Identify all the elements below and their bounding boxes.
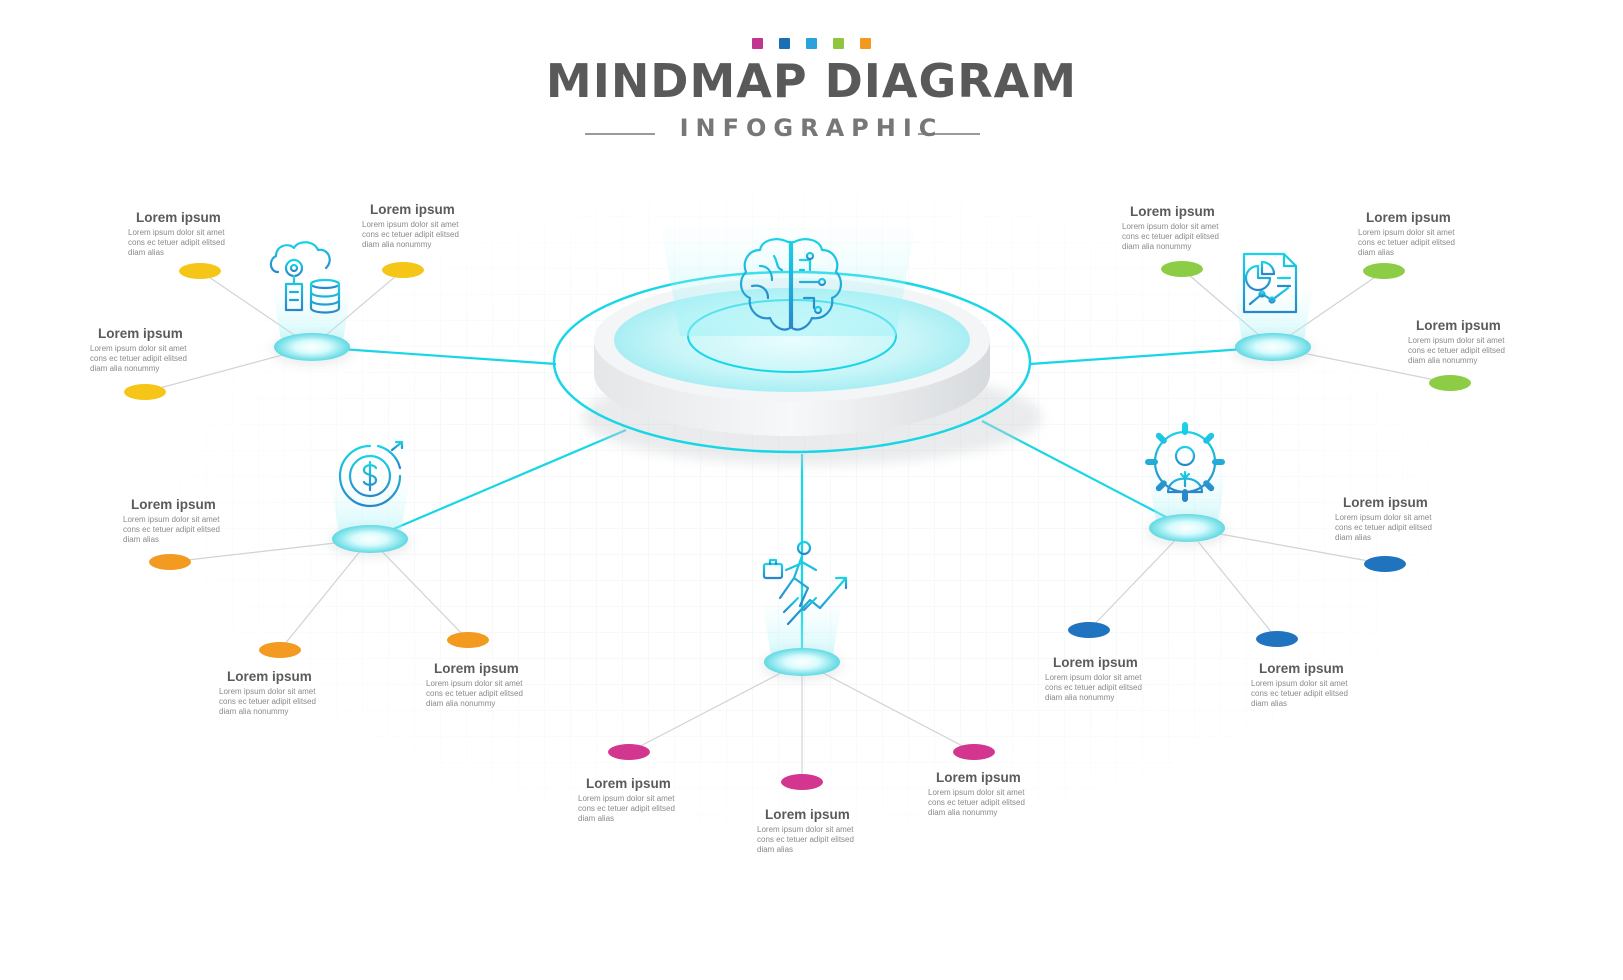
arrow-head — [392, 442, 402, 450]
leaf-label: Lorem ipsumLorem ipsum dolor sit amet co… — [219, 669, 369, 717]
leaf-dot — [259, 642, 301, 658]
leaf-body: Lorem ipsum dolor sit amet cons ec tetue… — [757, 825, 867, 855]
leaf-dot — [149, 554, 191, 570]
leaf-title: Lorem ipsum — [1053, 655, 1195, 670]
person-head — [1176, 447, 1194, 465]
leaf-body: Lorem ipsum dolor sit amet cons ec tetue… — [90, 344, 200, 374]
leaf-body: Lorem ipsum dolor sit amet cons ec tetue… — [1358, 228, 1468, 258]
leaf-dot — [953, 744, 995, 760]
leaf-body: Lorem ipsum dolor sit amet cons ec tetue… — [1122, 222, 1232, 252]
hub-node — [764, 648, 840, 676]
leaf-title: Lorem ipsum — [98, 326, 240, 341]
leaf-title: Lorem ipsum — [936, 770, 1078, 785]
leaf-title: Lorem ipsum — [586, 776, 728, 791]
arrow-arc — [378, 446, 400, 468]
leaf-body: Lorem ipsum dolor sit amet cons ec tetue… — [128, 228, 238, 258]
leaf-title: Lorem ipsum — [1366, 210, 1508, 225]
leaf-dot — [1161, 261, 1203, 277]
leaf-body: Lorem ipsum dolor sit amet cons ec tetue… — [123, 515, 233, 545]
leaf-dot — [1256, 631, 1298, 647]
gear-inner — [291, 265, 297, 271]
leaf-title: Lorem ipsum — [1343, 495, 1485, 510]
briefcase — [764, 564, 782, 578]
leaf-dot — [382, 262, 424, 278]
leaf-body: Lorem ipsum dolor sit amet cons ec tetue… — [1045, 673, 1155, 703]
report-lines — [1278, 278, 1290, 286]
hub-node — [1149, 514, 1225, 542]
leaf-body: Lorem ipsum dolor sit amet cons ec tetue… — [362, 220, 472, 250]
gear-outer — [286, 260, 302, 276]
leaf-title: Lorem ipsum — [1259, 661, 1401, 676]
leaf-title: Lorem ipsum — [765, 807, 907, 822]
leaf-title: Lorem ipsum — [1416, 318, 1558, 333]
hub-node — [1235, 333, 1311, 361]
leaf-dot — [1363, 263, 1405, 279]
hub-node — [274, 333, 350, 361]
cloud-shape — [271, 242, 330, 272]
leaf-dot — [608, 744, 650, 760]
leaf-body: Lorem ipsum dolor sit amet cons ec tetue… — [219, 687, 329, 717]
leaf-dot — [781, 774, 823, 790]
leaf-title: Lorem ipsum — [434, 661, 576, 676]
runner-head — [798, 542, 810, 554]
leaf-title: Lorem ipsum — [227, 669, 369, 684]
leaf-body: Lorem ipsum dolor sit amet cons ec tetue… — [1408, 336, 1518, 366]
leaf-dot — [179, 263, 221, 279]
leaf-connector — [280, 539, 370, 650]
leaf-label: Lorem ipsumLorem ipsum dolor sit amet co… — [578, 776, 728, 824]
hub-node — [332, 525, 408, 553]
leaf-dot — [1429, 375, 1471, 391]
leaf-title: Lorem ipsum — [370, 202, 512, 217]
leaf-title: Lorem ipsum — [131, 497, 273, 512]
leaf-title: Lorem ipsum — [136, 210, 278, 225]
leaf-body: Lorem ipsum dolor sit amet cons ec tetue… — [1251, 679, 1361, 709]
platform-light-beam — [660, 222, 916, 336]
leaf-connector — [1187, 528, 1277, 639]
pie-slice — [1262, 262, 1274, 274]
leaf-body: Lorem ipsum dolor sit amet cons ec tetue… — [578, 794, 688, 824]
leaf-body: Lorem ipsum dolor sit amet cons ec tetue… — [426, 679, 536, 709]
leaf-body: Lorem ipsum dolor sit amet cons ec tetue… — [928, 788, 1038, 818]
leaf-dot — [447, 632, 489, 648]
leaf-dot — [1364, 556, 1406, 572]
leaf-dot — [124, 384, 166, 400]
leaf-label: Lorem ipsumLorem ipsum dolor sit amet co… — [128, 210, 278, 258]
leaf-dot — [1068, 622, 1110, 638]
dollar-target-icon — [340, 442, 402, 506]
leaf-body: Lorem ipsum dolor sit amet cons ec tetue… — [1335, 513, 1445, 543]
leaf-title: Lorem ipsum — [1130, 204, 1272, 219]
